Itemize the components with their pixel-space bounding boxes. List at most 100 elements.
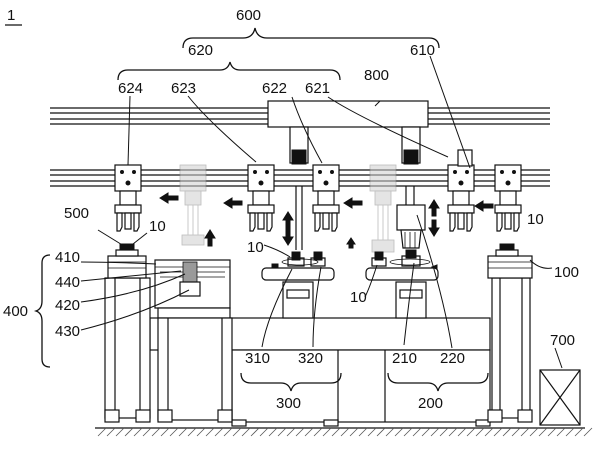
label-220: 220 <box>440 350 465 367</box>
label-420: 420 <box>55 297 80 314</box>
ground-hatch <box>422 428 430 436</box>
ground-hatch <box>584 428 592 436</box>
carriage-columns <box>290 127 420 164</box>
label-440: 440 <box>55 274 80 291</box>
ground-hatch <box>125 428 133 436</box>
ground-hatch <box>413 428 421 436</box>
ground-hatch <box>332 428 340 436</box>
label-10-c: 10 <box>350 289 367 306</box>
ground-hatch <box>251 428 259 436</box>
label-10-a: 10 <box>149 218 166 235</box>
ground-hatch <box>197 428 205 436</box>
label-623: 623 <box>171 80 196 97</box>
ground-hatch <box>305 428 313 436</box>
ground-hatch <box>296 428 304 436</box>
ground-hatch <box>368 428 376 436</box>
label-800: 800 <box>364 67 389 84</box>
ground-hatch <box>179 428 187 436</box>
ground-hatch <box>458 428 466 436</box>
ground-hatch <box>152 428 160 436</box>
label-200: 200 <box>418 395 443 412</box>
ground-hatch <box>224 428 232 436</box>
ground-hatch <box>98 428 106 436</box>
label-620: 620 <box>188 42 213 59</box>
ground-hatch <box>269 428 277 436</box>
label-300: 300 <box>276 395 301 412</box>
figure-number: 1 <box>7 7 15 24</box>
gripper-624 <box>115 165 141 231</box>
label-621: 621 <box>305 80 330 97</box>
label-500: 500 <box>64 205 89 222</box>
ground-hatch <box>116 428 124 436</box>
ground-hatch <box>161 428 169 436</box>
ground-hatch <box>557 428 565 436</box>
ground-hatch <box>530 428 538 436</box>
ground-hatch <box>521 428 529 436</box>
ground-hatch <box>350 428 358 436</box>
gripper-far-right <box>495 165 521 231</box>
brace-600 <box>183 28 439 48</box>
ground-hatch <box>476 428 484 436</box>
ground-hatch <box>575 428 583 436</box>
label-624: 624 <box>118 80 143 97</box>
gripper-ghost-left <box>180 165 206 245</box>
gripper-621 <box>448 150 474 231</box>
label-610: 610 <box>410 42 435 59</box>
label-320: 320 <box>298 350 323 367</box>
ground-hatch <box>242 428 250 436</box>
ground-hatch <box>287 428 295 436</box>
ground-hatch <box>566 428 574 436</box>
label-10-d: 10 <box>527 211 544 228</box>
gripper-622 <box>313 165 339 231</box>
ground-hatch <box>539 428 547 436</box>
ground-hatch <box>395 428 403 436</box>
ground-hatch <box>143 428 151 436</box>
ground-hatch <box>260 428 268 436</box>
ground-hatch <box>377 428 385 436</box>
label-700: 700 <box>550 332 575 349</box>
ground-hatch <box>548 428 556 436</box>
ground-hatch <box>494 428 502 436</box>
ground-hatch <box>449 428 457 436</box>
label-400: 400 <box>3 303 28 320</box>
label-430: 430 <box>55 323 80 340</box>
ground-hatch <box>107 428 115 436</box>
label-100: 100 <box>554 264 579 281</box>
ground-hatch <box>134 428 142 436</box>
box-700 <box>540 370 580 425</box>
label-600: 600 <box>236 7 261 24</box>
ground-hatch <box>440 428 448 436</box>
ground-hatch <box>323 428 331 436</box>
ground-hatch <box>404 428 412 436</box>
carriage-800 <box>268 101 428 127</box>
ground-hatch <box>278 428 286 436</box>
label-10-b: 10 <box>247 239 264 256</box>
workpieces <box>272 250 437 269</box>
ground-hatch <box>188 428 196 436</box>
label-622: 622 <box>262 80 287 97</box>
ground-hatch <box>341 428 349 436</box>
station-100 <box>488 244 532 422</box>
brace-620 <box>118 62 340 80</box>
lift-arrows <box>347 238 355 248</box>
ground-hatch <box>314 428 322 436</box>
label-410: 410 <box>55 249 80 266</box>
ground-hatch <box>503 428 511 436</box>
ground-hatch <box>215 428 223 436</box>
ground-hatch <box>233 428 241 436</box>
station-400 <box>105 244 232 422</box>
ground-hatch <box>431 428 439 436</box>
label-310: 310 <box>245 350 270 367</box>
ground-hatch <box>359 428 367 436</box>
ground-hatch <box>170 428 178 436</box>
ground-hatch <box>485 428 493 436</box>
ground <box>95 428 592 436</box>
gripper-623 <box>248 165 274 231</box>
brace-400 <box>36 255 50 367</box>
ground-hatch <box>467 428 475 436</box>
ground-hatch <box>206 428 214 436</box>
ground-hatch <box>512 428 520 436</box>
label-210: 210 <box>392 350 417 367</box>
